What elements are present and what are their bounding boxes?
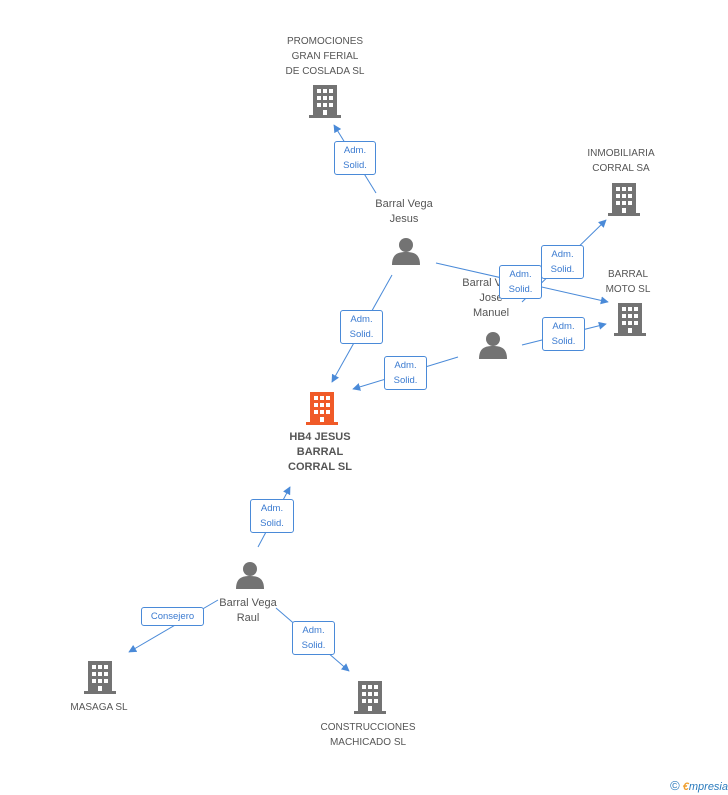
- promociones-building-icon[interactable]: [309, 85, 341, 118]
- copyright-icon: ©: [670, 778, 680, 793]
- brand-name: mpresia: [688, 781, 728, 793]
- barral-moto-building-icon[interactable]: [614, 303, 646, 336]
- hb4-building-icon[interactable]: [306, 392, 338, 425]
- construcciones-building-icon[interactable]: [354, 681, 386, 714]
- node-label-masaga[interactable]: MASAGA SL: [70, 702, 128, 713]
- node-label-barral-moto[interactable]: BARRAL MOTO SL: [605, 269, 651, 295]
- node-label-hb4[interactable]: HB4 JESUS BARRAL CORRAL SL: [288, 431, 352, 473]
- node-label-inmobiliaria[interactable]: INMOBILIARIA CORRAL SA: [587, 148, 655, 174]
- masaga-building-icon[interactable]: [84, 661, 116, 694]
- edge-badge-jose-hb4: Adm. Solid.: [384, 356, 427, 390]
- inmobiliaria-building-icon[interactable]: [608, 183, 640, 216]
- node-label-construcciones[interactable]: CONSTRUCCIONES MACHICADO SL: [320, 722, 416, 748]
- brand-first-letter: €: [682, 781, 689, 793]
- edge-badge-jose-barral-moto: Adm. Solid.: [542, 317, 585, 351]
- node-label-promociones[interactable]: PROMOCIONES GRAN FERIAL DE COSLADA SL: [285, 36, 365, 77]
- raul-person-icon[interactable]: [236, 562, 264, 589]
- edge-badge-raul-hb4: Adm. Solid.: [250, 499, 294, 533]
- jose-person-icon[interactable]: [479, 332, 507, 359]
- edge-badge-jesus-promociones: Adm. Solid.: [334, 141, 376, 175]
- edge-badge-jesus-barral-moto: Adm. Solid.: [499, 265, 542, 299]
- empresia-watermark: © €mpresia: [670, 778, 728, 793]
- edge-badge-raul-construcciones: Adm. Solid.: [292, 621, 335, 655]
- edge-badge-jose-inmobiliaria: Adm. Solid.: [541, 245, 584, 279]
- jesus-person-icon[interactable]: [392, 238, 420, 265]
- edge-badge-raul-masaga: Consejero: [141, 607, 204, 626]
- node-label-raul[interactable]: Barral Vega Raul: [219, 597, 277, 624]
- edge-badge-jesus-hb4: Adm. Solid.: [340, 310, 383, 344]
- node-label-jesus[interactable]: Barral Vega Jesus: [375, 198, 433, 225]
